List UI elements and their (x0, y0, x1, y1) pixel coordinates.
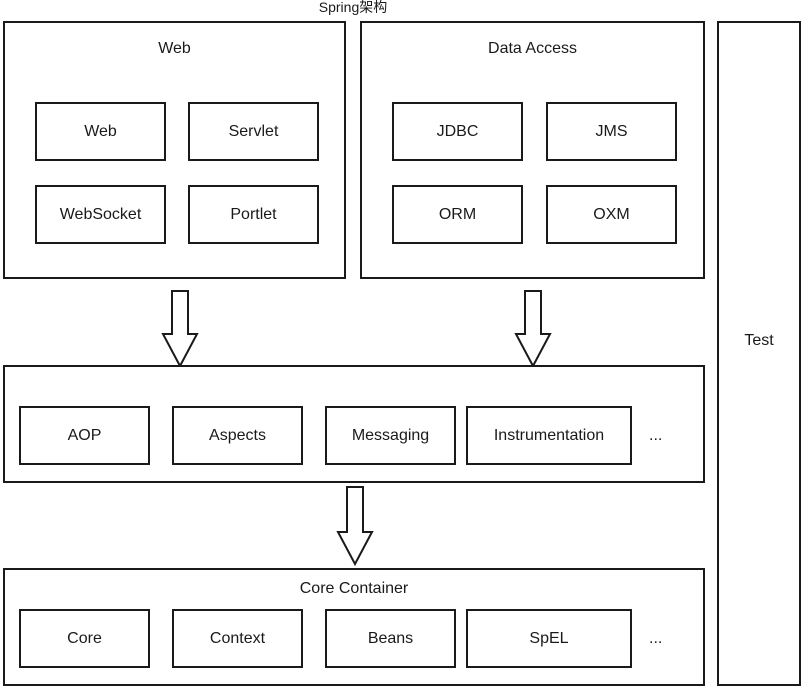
portlet-module: Portlet (188, 185, 319, 244)
data-access-layer-title: Data Access (488, 40, 577, 57)
web-to-middle-arrow (161, 290, 199, 369)
core-more-ellipsis: ... (649, 630, 663, 647)
test-layer-title: Test (744, 332, 774, 349)
aop-module: AOP (19, 406, 150, 465)
diagram-title: Spring架构 (318, 0, 388, 15)
data-access-to-middle-arrow (514, 290, 552, 369)
messaging-module: Messaging (325, 406, 456, 465)
jdbc-module: JDBC (392, 102, 523, 161)
context-module: Context (172, 609, 303, 668)
core-module: Core (19, 609, 150, 668)
spel-module: SpEL (466, 609, 632, 668)
instrumentation-module: Instrumentation (466, 406, 632, 465)
servlet-module: Servlet (188, 102, 319, 161)
aspects-module: Aspects (172, 406, 303, 465)
orm-module: ORM (392, 185, 523, 244)
beans-module: Beans (325, 609, 456, 668)
middle-more-ellipsis: ... (649, 427, 663, 444)
middle-to-core-arrow (336, 486, 374, 567)
oxm-module: OXM (546, 185, 677, 244)
web-layer-title: Web (158, 40, 191, 57)
core-container-title: Core Container (299, 580, 409, 597)
web-module: Web (35, 102, 166, 161)
test-layer (717, 21, 801, 686)
websocket-module: WebSocket (35, 185, 166, 244)
jms-module: JMS (546, 102, 677, 161)
